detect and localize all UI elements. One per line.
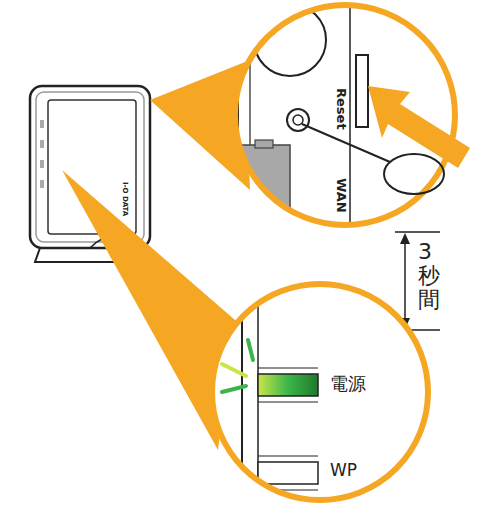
power-led (258, 374, 318, 396)
light-flash (222, 340, 253, 392)
port-label: WAN (335, 178, 348, 213)
push-arrow (368, 86, 470, 168)
zoom-wedge (62, 170, 235, 450)
led-label: WP (330, 462, 357, 479)
zoom-circle (235, 0, 455, 230)
dimension-label: 3秒間 (418, 240, 440, 313)
dimension-arrow (395, 232, 440, 330)
led-label: 電源 (330, 375, 366, 393)
button-label: Reset (335, 88, 348, 130)
zoom-circle (212, 280, 428, 510)
brand-logo: I-O DATA (121, 182, 128, 216)
